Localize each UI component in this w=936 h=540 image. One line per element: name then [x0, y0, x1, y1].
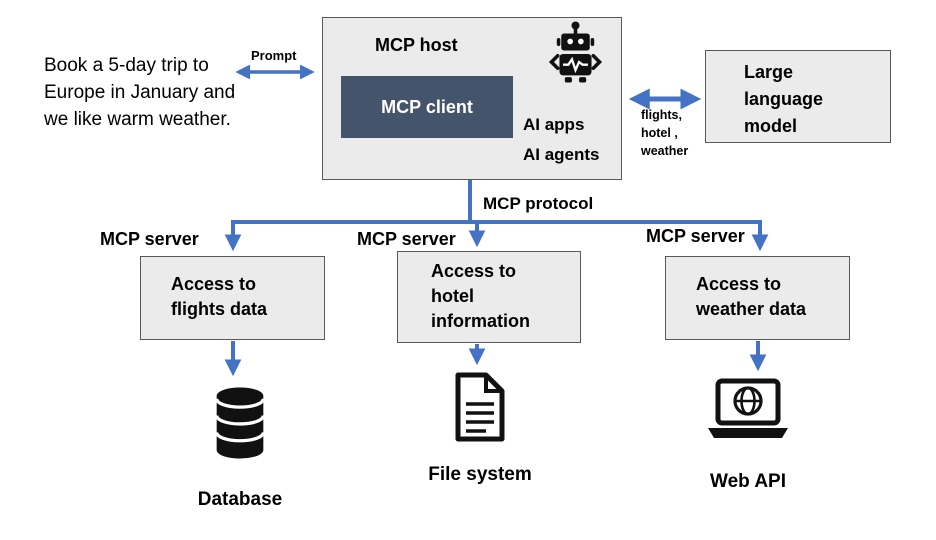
- server-box-flights-text: Access to flights data: [171, 274, 268, 319]
- mcp-client-label: MCP client: [381, 96, 473, 117]
- ai-apps-agents-label: AI apps AI agents: [523, 115, 600, 164]
- llm-label: Large language model: [744, 62, 824, 136]
- server-box-weather-text: Access to weather data: [696, 274, 807, 319]
- database-caption: Database: [197, 489, 283, 510]
- user-prompt-text: Book a 5-day trip to Europe in January a…: [44, 55, 236, 130]
- mcp-server-label-weather: MCP server: [646, 226, 745, 246]
- robot-icon: [548, 21, 603, 83]
- mcp-server-label-flights: MCP server: [100, 229, 199, 249]
- llm-arrow-label: flights, hotel , weather: [641, 108, 689, 158]
- mcp-server-label-hotel: MCP server: [357, 229, 456, 249]
- file-document-icon: [455, 372, 505, 442]
- file-system-caption: File system: [428, 464, 532, 485]
- mcp-client-box: MCP client: [341, 76, 513, 138]
- server-box-weather: Access to weather data: [665, 256, 850, 340]
- llm-box: Large language model: [705, 50, 891, 143]
- server-box-flights: Access to flights data: [140, 256, 325, 340]
- mcp-host-box: MCP host MCP client AI apps AI agents: [322, 17, 622, 180]
- laptop-globe-icon: [708, 378, 788, 438]
- web-api-caption: Web API: [709, 471, 786, 492]
- server-box-hotel: Access to hotel information: [397, 251, 581, 343]
- mcp-protocol-label: MCP protocol: [483, 194, 594, 213]
- prompt-arrow-label: Prompt: [251, 48, 297, 63]
- database-icon: [215, 387, 265, 459]
- server-box-hotel-text: Access to hotel information: [431, 261, 530, 331]
- mcp-host-title: MCP host: [375, 35, 458, 55]
